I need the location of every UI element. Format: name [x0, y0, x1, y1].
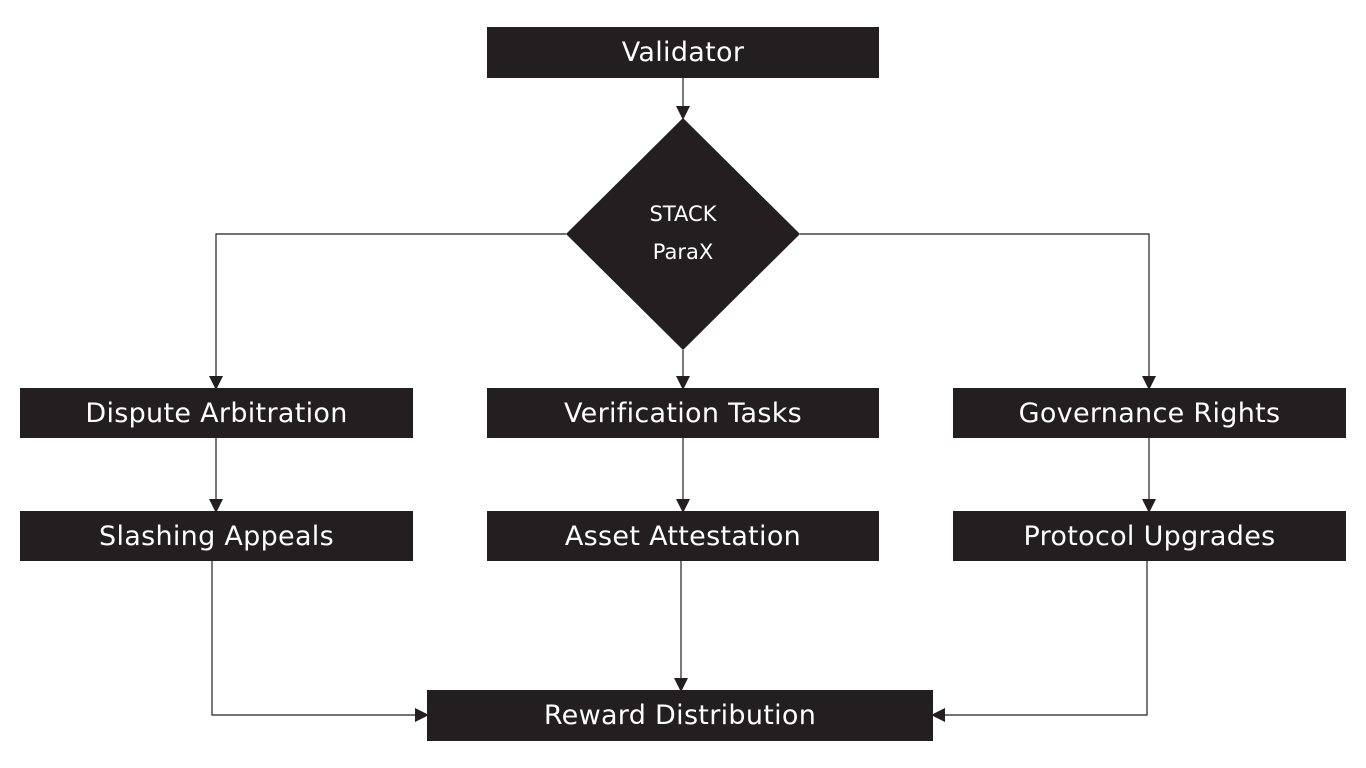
decision-label-line2: ParaX — [652, 240, 714, 264]
protocol-upgrades-node: Protocol Upgrades — [953, 511, 1346, 561]
connector-upgrades-to-reward — [931, 561, 1148, 722]
decision-label: STACK ParaX — [583, 195, 783, 271]
connector-slashing-to-reward — [211, 561, 429, 722]
validator-node: Validator — [487, 27, 879, 78]
dispute-arbitration-node: Dispute Arbitration — [20, 388, 413, 438]
decision-diamond — [566, 118, 800, 350]
reward-distribution-node: Reward Distribution — [427, 690, 933, 741]
connector-decision-to-dispute-arbitration — [209, 233, 566, 390]
slashing-appeals-node: Slashing Appeals — [20, 511, 413, 561]
verification-tasks-node: Verification Tasks — [487, 388, 879, 438]
asset-attestation-node: Asset Attestation — [487, 511, 879, 561]
connector-decision-to-governance-rights — [800, 233, 1156, 390]
governance-rights-node: Governance Rights — [953, 388, 1346, 438]
decision-label-line1: STACK — [649, 202, 717, 226]
